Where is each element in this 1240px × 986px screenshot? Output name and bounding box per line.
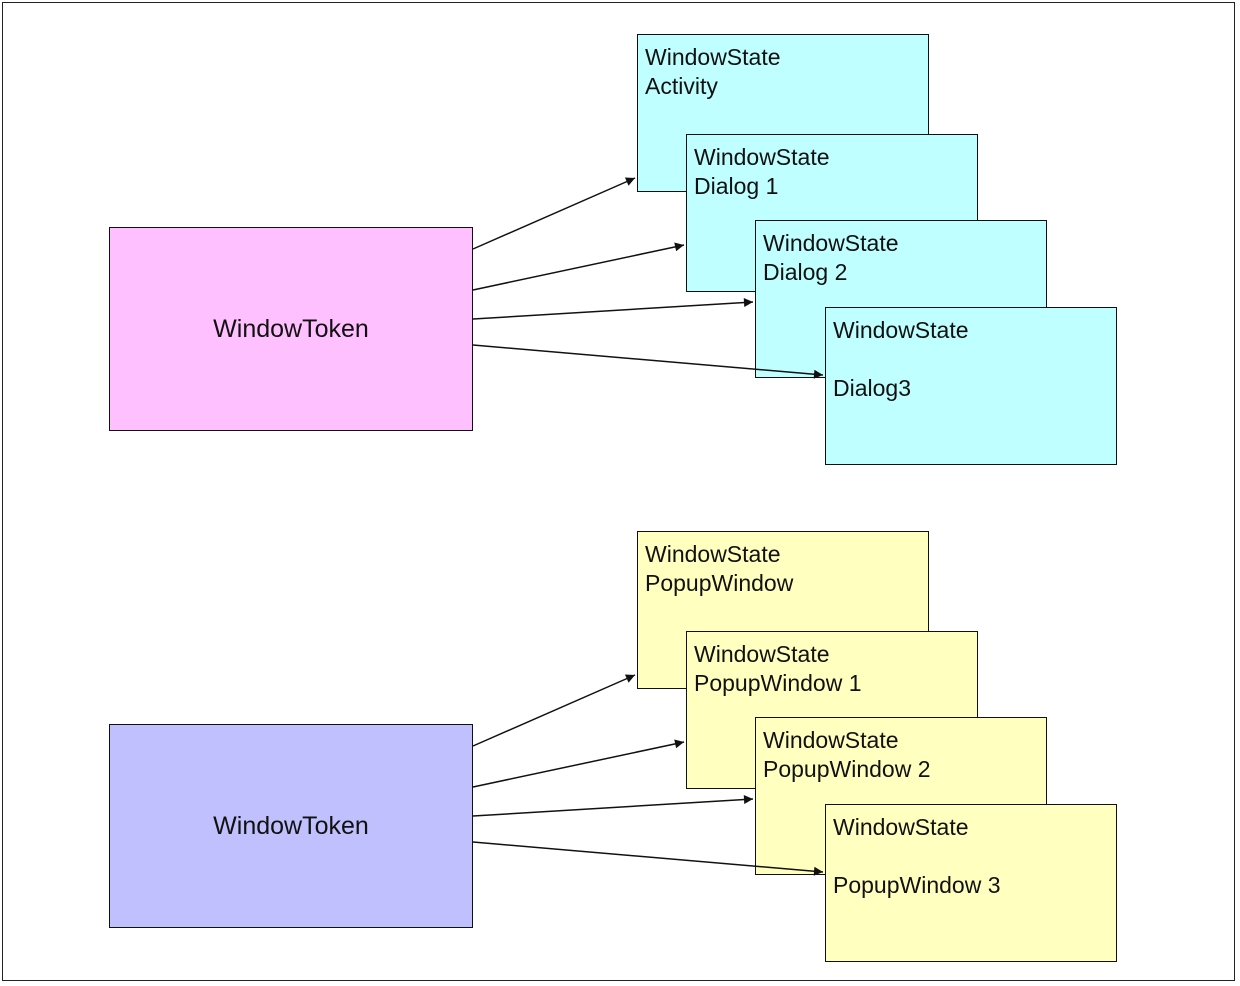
arrow-top-to-dialog-2 — [472, 298, 754, 320]
top-state-dialog-3: WindowState Dialog3 — [825, 307, 1117, 465]
state-title: WindowState — [645, 44, 781, 70]
state-title: WindowState — [763, 727, 899, 753]
state-title: WindowState — [694, 144, 830, 170]
token-label: WindowToken — [213, 314, 369, 343]
state-kind: PopupWindow 2 — [763, 756, 931, 782]
arrow-bottom-to-popupwindow-1 — [472, 739, 685, 788]
state-kind: PopupWindow — [645, 570, 794, 596]
state-title: WindowState — [694, 641, 830, 667]
state-kind: Dialog 2 — [763, 259, 848, 285]
state-kind: Dialog3 — [833, 375, 911, 401]
arrow-bottom-to-popupwindow — [472, 674, 636, 747]
arrow-top-to-activity — [472, 177, 636, 250]
state-kind: PopupWindow 1 — [694, 670, 862, 696]
top-window-token: WindowToken — [109, 227, 473, 431]
state-kind: Activity — [645, 73, 718, 99]
arrow-top-to-dialog-3 — [472, 344, 824, 379]
bottom-state-popupwindow-3: WindowState PopupWindow 3 — [825, 804, 1117, 962]
state-title: WindowState — [833, 814, 969, 840]
state-title: WindowState — [833, 317, 969, 343]
token-label: WindowToken — [213, 811, 369, 840]
arrow-top-to-dialog-1 — [472, 242, 685, 291]
state-kind: PopupWindow 3 — [833, 872, 1001, 898]
state-title: WindowState — [763, 230, 899, 256]
state-kind: Dialog 1 — [694, 173, 779, 199]
arrow-bottom-to-popupwindow-3 — [472, 841, 824, 876]
arrow-bottom-to-popupwindow-2 — [472, 795, 754, 817]
state-title: WindowState — [645, 541, 781, 567]
bottom-window-token: WindowToken — [109, 724, 473, 928]
